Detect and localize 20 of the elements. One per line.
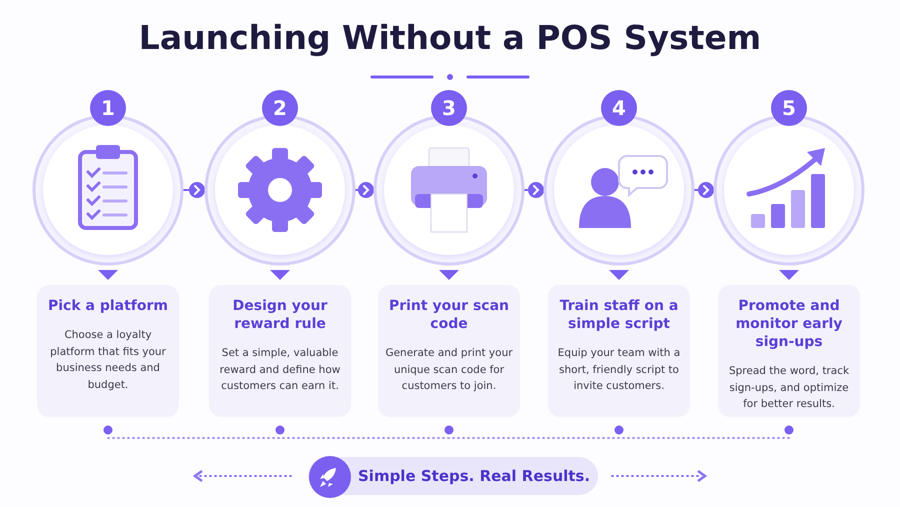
step-number: 5 xyxy=(771,90,807,126)
step-number: 3 xyxy=(431,90,467,126)
step-number: 2 xyxy=(262,90,298,126)
step-description: Set a simple, valuable reward and define how customers can earn it. xyxy=(218,346,342,394)
step-description: Spread the word, track sign-ups, and optimize for better results. xyxy=(728,364,850,412)
title: Launching Without a POS System xyxy=(138,18,762,57)
step-description: Generate and print your unique scan code for customers to join. xyxy=(384,346,514,394)
step-heading: Pick a platform xyxy=(46,297,170,315)
step-heading: Promote and monitor early sign-ups xyxy=(734,297,844,351)
step-heading: Train staff on a simple script xyxy=(558,297,680,333)
tagline: Simple Steps. Real Results. xyxy=(358,467,590,485)
step-description: Equip your team with a short, friendly script to invite customers. xyxy=(556,346,682,394)
step-description: Choose a loyalty platform that fits your business needs and budget. xyxy=(49,328,167,392)
connector-arrow xyxy=(355,182,374,198)
step-number: 4 xyxy=(601,90,637,126)
connector-arrow xyxy=(524,182,544,198)
connector-arrow xyxy=(694,182,714,198)
step-heading: Print your scan code xyxy=(388,297,510,333)
step-number: 1 xyxy=(90,90,126,126)
step-heading: Design your reward rule xyxy=(232,297,328,333)
